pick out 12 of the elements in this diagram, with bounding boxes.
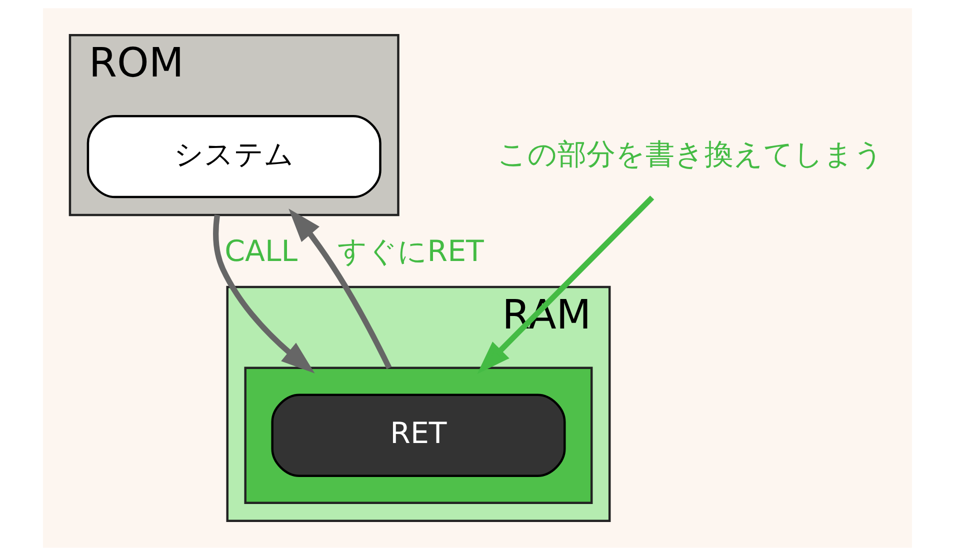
cluster — [68, 34, 400, 216]
node-box: RET — [271, 394, 566, 477]
arrow — [477, 196, 654, 374]
node-label: ROM — [88, 38, 184, 87]
edge-label: すぐにRET — [337, 234, 484, 268]
cluster — [226, 286, 611, 522]
arrow — [288, 208, 392, 370]
edge-label: CALL — [224, 234, 298, 268]
node-box: システム — [86, 115, 382, 198]
arrow — [213, 214, 315, 374]
node-text: この部分を書き換えてしまう — [498, 137, 884, 172]
cluster — [244, 366, 593, 504]
